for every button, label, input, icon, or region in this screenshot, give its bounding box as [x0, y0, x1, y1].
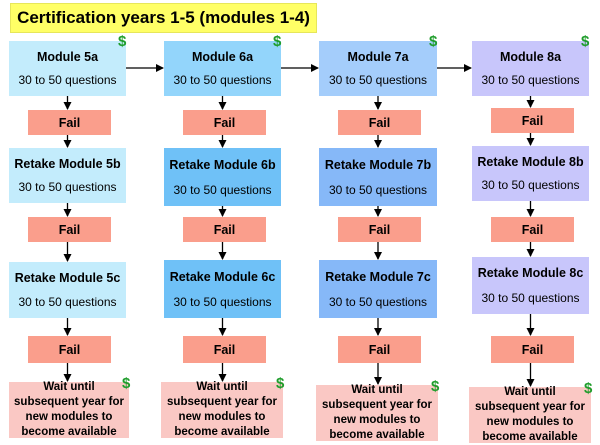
fail-box: Fail — [338, 110, 421, 135]
fail-box: Fail — [338, 217, 421, 242]
question-count: 30 to 50 questions — [173, 73, 272, 88]
fail-box: Fail — [28, 110, 111, 135]
dollar-icon: $ — [584, 380, 593, 397]
module-title: Retake Module 6c — [169, 269, 276, 284]
module-title: Retake Module 7b — [324, 157, 432, 172]
fail-box: Fail — [338, 336, 421, 363]
module-box-7c: Retake Module 7c 30 to 50 questions — [319, 260, 437, 318]
module-box-5c: Retake Module 5c 30 to 50 questions — [9, 262, 126, 318]
fail-box: Fail — [183, 336, 266, 363]
module-title: Retake Module 5b — [14, 156, 121, 171]
module-box-8a: Module 8a 30 to 50 questions — [472, 41, 589, 96]
fail-box: Fail — [28, 336, 111, 363]
question-count: 30 to 50 questions — [18, 73, 117, 88]
fail-box: Fail — [183, 217, 266, 242]
question-count: 30 to 50 questions — [173, 182, 272, 197]
question-count: 30 to 50 questions — [481, 290, 580, 305]
fail-box: Fail — [28, 217, 111, 242]
module-title: Retake Module 5c — [14, 271, 121, 285]
question-count: 30 to 50 questions — [481, 73, 580, 88]
fail-box: Fail — [491, 336, 574, 363]
fail-box: Fail — [491, 108, 574, 133]
module-title: Module 8a — [499, 49, 562, 64]
question-count: 30 to 50 questions — [18, 180, 117, 195]
question-count: 30 to 50 questions — [328, 182, 428, 197]
wait-box: Wait until subsequent year for new modul… — [9, 381, 129, 438]
wait-box: Wait until subsequent year for new modul… — [316, 384, 438, 441]
wait-box: Wait until subsequent year for new modul… — [469, 386, 591, 443]
module-box-8c: Retake Module 8c 30 to 50 questions — [472, 257, 589, 314]
dollar-icon: $ — [118, 33, 127, 50]
module-title: Module 5a — [36, 49, 99, 64]
fail-box: Fail — [491, 217, 574, 242]
module-box-7b: Retake Module 7b 30 to 50 questions — [319, 148, 437, 206]
dollar-icon: $ — [429, 33, 438, 50]
module-box-5a: Module 5a 30 to 50 questions — [9, 41, 126, 96]
question-count: 30 to 50 questions — [481, 178, 580, 193]
diagram-title: Certification years 1-5 (modules 1-4) — [10, 3, 317, 33]
dollar-icon: $ — [273, 33, 282, 50]
dollar-icon: $ — [122, 375, 131, 392]
module-title: Module 7a — [347, 49, 409, 64]
module-title: Retake Module 7c — [325, 269, 431, 284]
module-box-6a: Module 6a 30 to 50 questions — [164, 41, 281, 96]
module-box-8b: Retake Module 8b 30 to 50 questions — [472, 146, 589, 201]
module-title: Retake Module 6b — [169, 157, 276, 172]
module-title: Retake Module 8b — [477, 154, 584, 169]
module-box-6c: Retake Module 6c 30 to 50 questions — [164, 260, 281, 318]
module-box-6b: Retake Module 6b 30 to 50 questions — [164, 148, 281, 206]
module-title: Retake Module 8c — [477, 266, 584, 281]
question-count: 30 to 50 questions — [18, 295, 117, 309]
wait-box: Wait until subsequent year for new modul… — [161, 381, 283, 438]
question-count: 30 to 50 questions — [173, 294, 272, 309]
dollar-icon: $ — [431, 378, 440, 395]
module-box-7a: Module 7a 30 to 50 questions — [319, 41, 437, 96]
question-count: 30 to 50 questions — [328, 294, 428, 309]
dollar-icon: $ — [276, 375, 285, 392]
module-title: Module 6a — [191, 49, 254, 64]
dollar-icon: $ — [581, 33, 590, 50]
module-box-5b: Retake Module 5b 30 to 50 questions — [9, 148, 126, 203]
fail-box: Fail — [183, 110, 266, 135]
question-count: 30 to 50 questions — [328, 73, 428, 88]
